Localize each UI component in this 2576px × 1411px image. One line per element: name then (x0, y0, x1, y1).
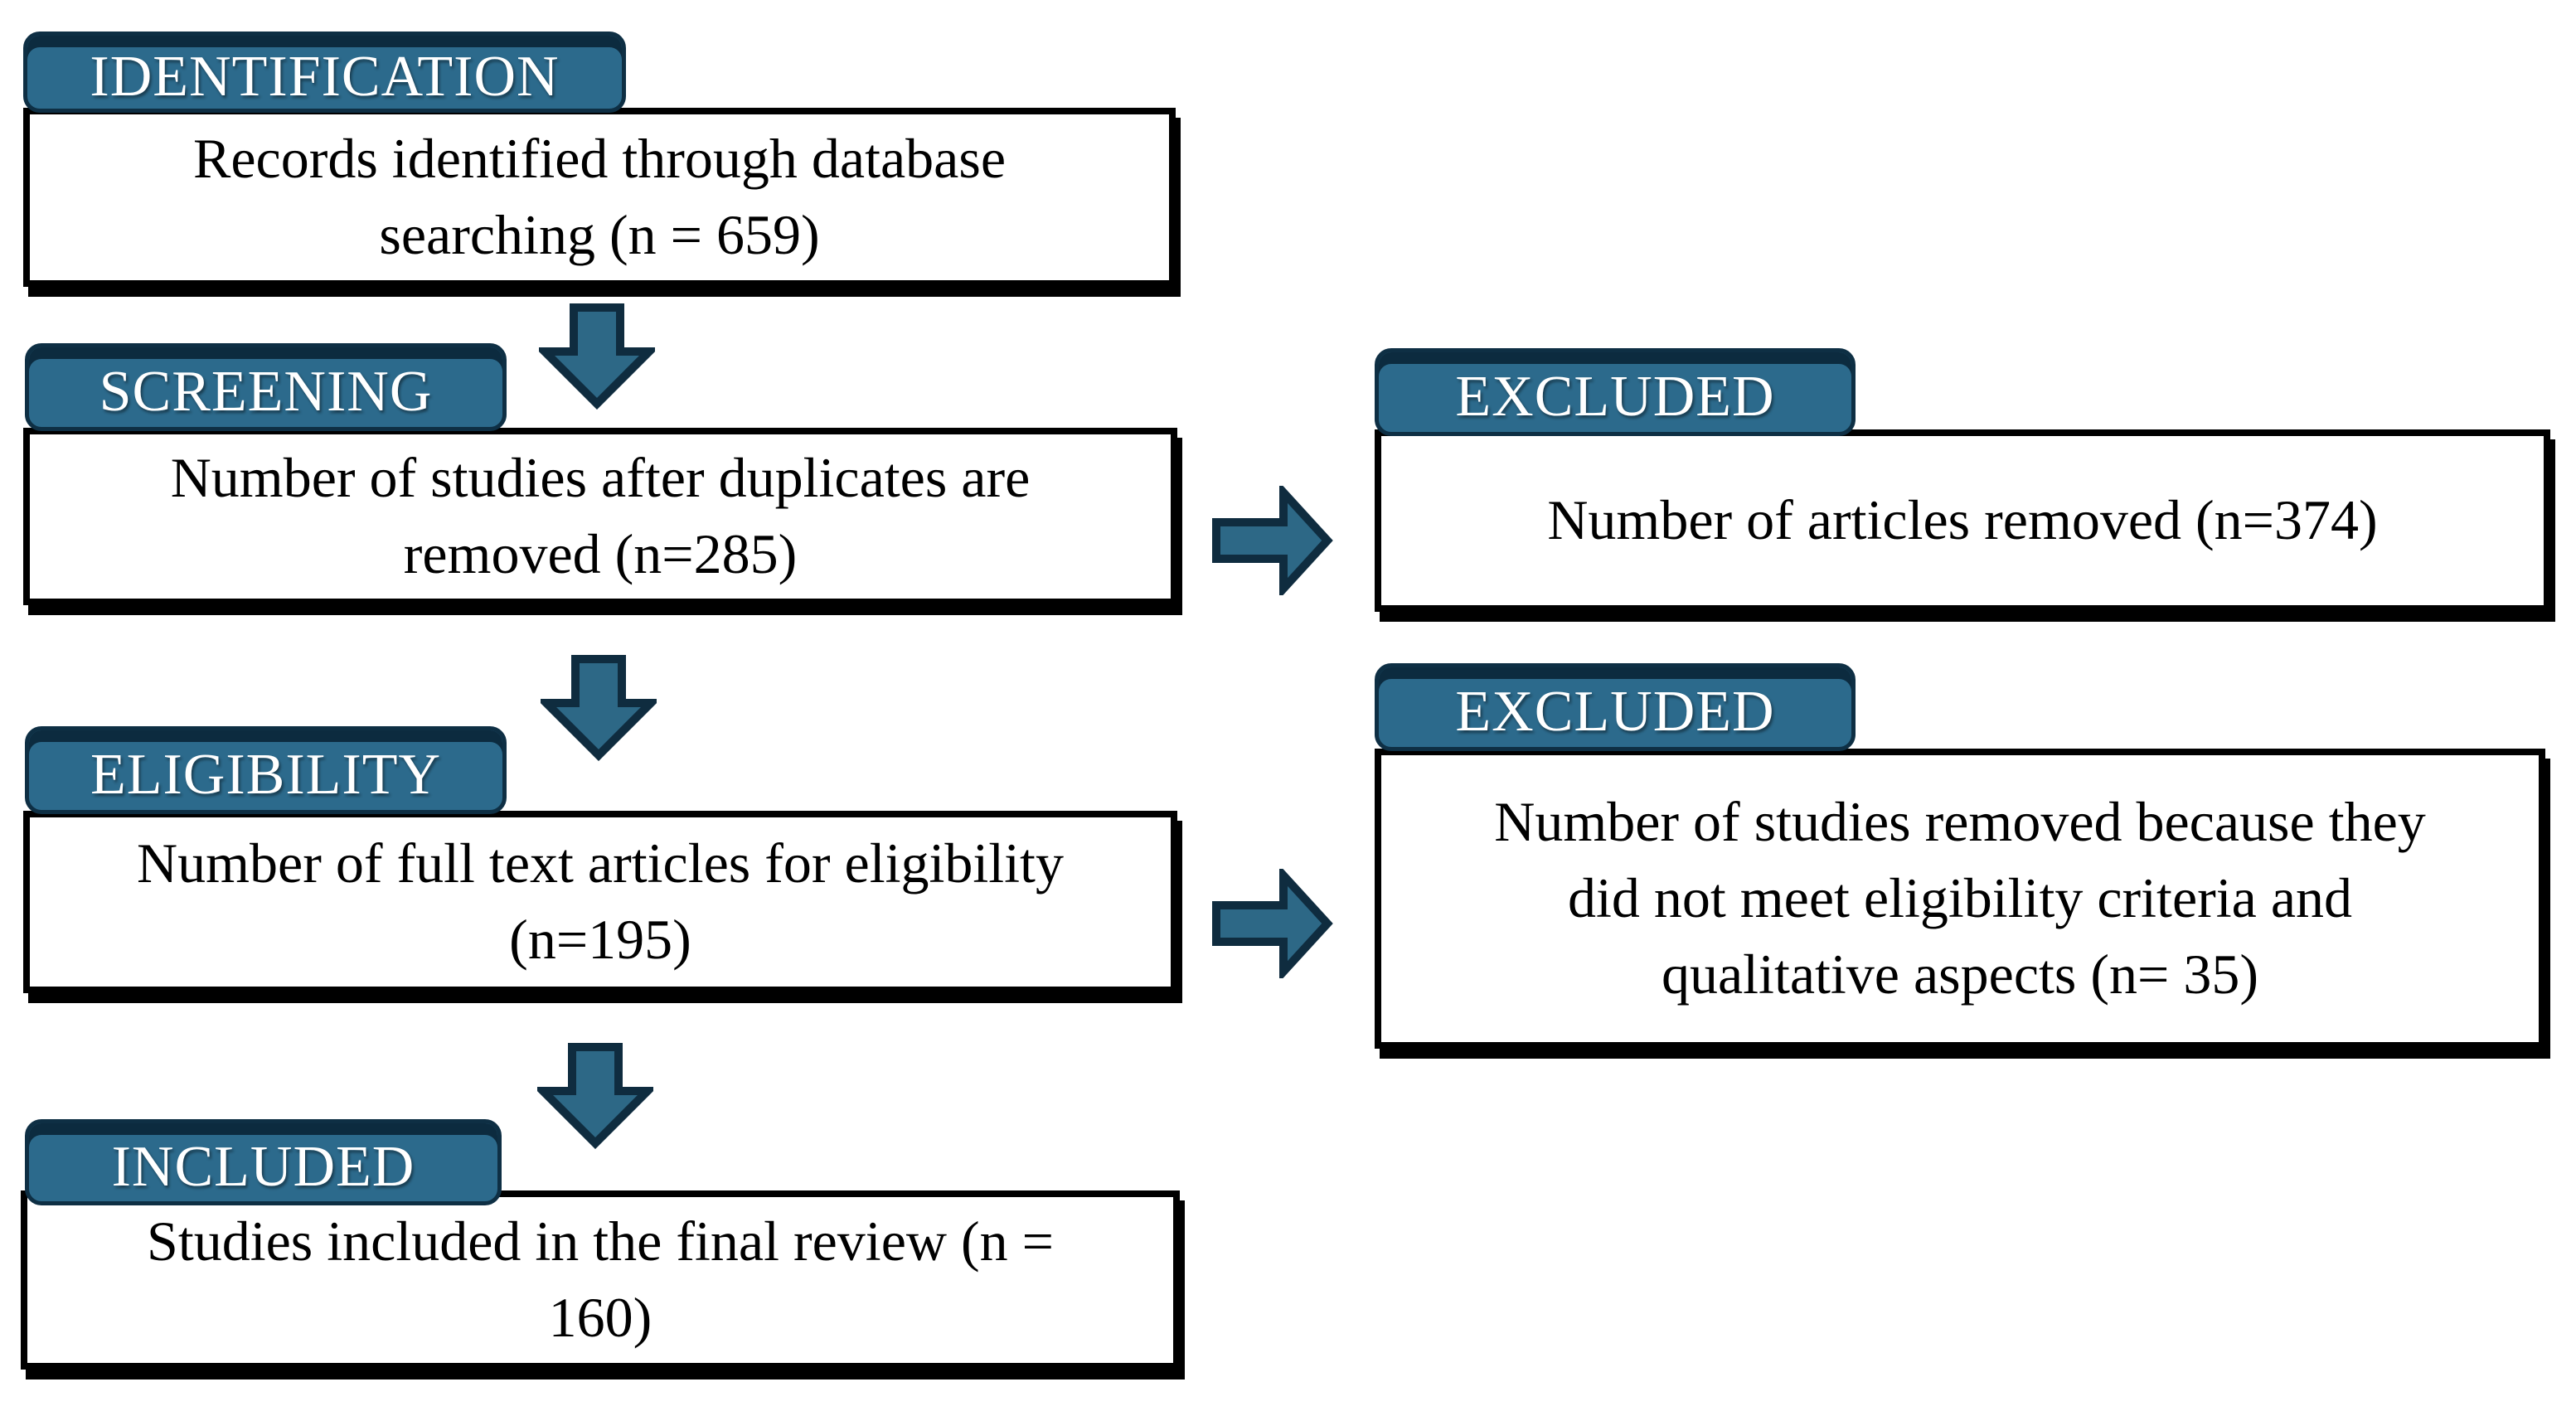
stage-tab-identification: IDENTIFICATION (23, 32, 626, 113)
arrow-down-icon (539, 302, 655, 410)
stage-tab-eligibility: ELIGIBILITY (25, 726, 507, 814)
box-articles-removed: Number of articles removed (n=374) (1375, 429, 2550, 612)
arrow-down-icon (541, 653, 657, 761)
box-records-identified: Records identified through database sear… (23, 108, 1176, 287)
stage-tab-excluded-1: EXCLUDED (1375, 348, 1856, 436)
box-fulltext-eligibility: Number of full text articles for eligibi… (23, 811, 1177, 993)
box-after-duplicates: Number of studies after duplicates are r… (23, 428, 1177, 605)
box-final-review: Studies included in the final review (n … (21, 1190, 1180, 1370)
arrow-down-icon (537, 1041, 653, 1149)
stage-tab-excluded-2: EXCLUDED (1375, 663, 1856, 751)
box-eligibility-criteria-removed: Number of studies removed because they d… (1375, 749, 2545, 1049)
stage-tab-screening: SCREENING (25, 343, 507, 431)
arrow-right-icon (1210, 869, 1333, 978)
arrow-right-icon (1210, 486, 1333, 595)
stage-tab-included: INCLUDED (25, 1119, 502, 1205)
